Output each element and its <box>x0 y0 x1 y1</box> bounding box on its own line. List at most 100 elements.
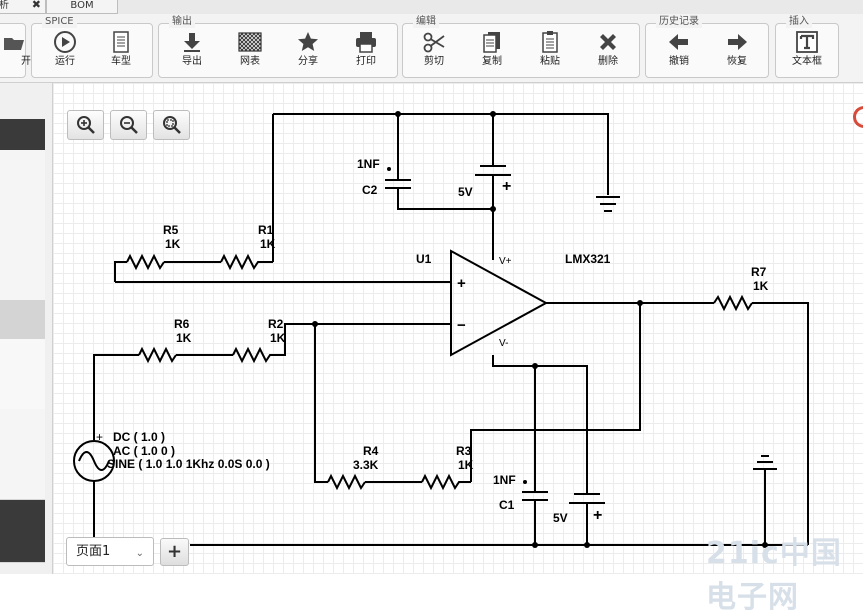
zoom-out-icon <box>119 116 138 134</box>
print-button[interactable]: 打印 <box>343 29 389 75</box>
tab-bom[interactable]: BOM <box>46 0 118 14</box>
opamp-vminus: V- <box>499 338 508 349</box>
zoom-out-button[interactable] <box>110 110 147 140</box>
opamp-minus: − <box>457 317 466 334</box>
textbox-icon <box>796 31 818 53</box>
r4-value: 3.3K <box>353 458 379 472</box>
group-edit-label: 编辑 <box>413 16 439 28</box>
capacitor-polarity-dot <box>523 480 527 484</box>
share-button[interactable]: 分享 <box>285 29 331 75</box>
side-handle-icon[interactable] <box>853 106 863 128</box>
r3-name: R3 <box>456 444 472 458</box>
undo-label: 撤销 <box>669 56 689 67</box>
group-output: 输出 导出 网表 分享 打印 <box>158 16 398 78</box>
tab-analysis[interactable]: 析 ✖ <box>0 0 46 14</box>
junction-dot <box>637 300 643 306</box>
open-icon <box>4 38 24 50</box>
group-output-label: 输出 <box>169 16 195 28</box>
resistor-r3 <box>421 473 471 491</box>
group-spice: SPICE 运行 车型 <box>31 16 153 78</box>
group-spice-label: SPICE <box>42 16 77 28</box>
run-button[interactable]: 运行 <box>42 29 88 75</box>
page-select[interactable]: 页面1 ⌄ <box>66 537 154 566</box>
junction-dot <box>532 542 538 548</box>
opamp-plus: + <box>457 275 466 292</box>
undo-button[interactable]: 撤销 <box>656 29 702 75</box>
play-icon <box>54 31 76 53</box>
zoom-fit-icon <box>162 116 181 134</box>
r6-name: R6 <box>174 317 190 331</box>
sidebar-row[interactable] <box>0 240 45 271</box>
netlist-icon <box>238 32 262 52</box>
close-icon[interactable]: ✖ <box>31 0 41 11</box>
r5-value: 1K <box>165 237 181 251</box>
sidebar-row[interactable] <box>0 339 45 410</box>
netlist-button[interactable]: 网表 <box>227 29 273 75</box>
arrow-left-icon <box>669 34 688 50</box>
battery-top-voltage: 5V <box>458 185 473 199</box>
u1-name: U1 <box>416 252 432 266</box>
battery-top-plus: + <box>502 178 511 195</box>
tab-bom-label: BOM <box>70 0 94 11</box>
wire <box>470 303 641 482</box>
run-label: 运行 <box>55 56 75 67</box>
source-ac: AC ( 1.0 0 ) <box>113 444 175 458</box>
open-button[interactable]: 开 <box>0 29 37 75</box>
add-page-button[interactable]: + <box>160 538 189 566</box>
zoom-fit-button[interactable] <box>153 110 190 140</box>
junction-dot <box>532 363 538 369</box>
page-select-label: 页面1 <box>76 544 111 559</box>
tab-analysis-label: 析 <box>0 0 9 11</box>
zoom-in-icon <box>76 116 95 134</box>
sine-wave <box>78 451 110 471</box>
junction-dot <box>762 542 768 548</box>
source-plus: + <box>96 430 103 444</box>
battery-bottom-plus: + <box>593 507 602 524</box>
wire <box>397 188 493 210</box>
wire <box>752 302 809 545</box>
resistor-r4 <box>327 473 366 491</box>
zoom-in-button[interactable] <box>67 110 104 140</box>
open-label: 开 <box>21 56 31 67</box>
scissors-icon <box>423 32 445 53</box>
toolbar: 开 SPICE 运行 车型 输出 导出 网表 分享 <box>0 14 863 83</box>
textbox-label: 文本框 <box>792 56 822 67</box>
redo-button[interactable]: 恢复 <box>714 29 760 75</box>
model-button[interactable]: 车型 <box>98 29 144 75</box>
watermark: 21ic中国电子网 <box>706 536 842 615</box>
junction-dot <box>395 111 401 117</box>
u1-model: LMX321 <box>565 252 611 266</box>
sidebar-row[interactable] <box>0 210 45 241</box>
sidebar-row[interactable] <box>0 300 45 340</box>
share-label: 分享 <box>298 56 318 67</box>
source-dc: DC ( 1.0 ) <box>113 430 165 444</box>
group-history-label: 历史记录 <box>656 16 702 28</box>
resistor-r1 <box>220 253 273 271</box>
group-file: 开 <box>0 23 31 78</box>
cut-label: 剪切 <box>424 56 444 67</box>
arrow-right-icon <box>728 34 747 50</box>
wire <box>114 261 127 282</box>
ground-symbol <box>596 196 620 212</box>
copy-button[interactable]: 复制 <box>469 29 515 75</box>
resistor-r6 <box>138 346 177 364</box>
r7-value: 1K <box>753 279 769 293</box>
c1-value: 1NF <box>493 473 516 487</box>
c2-name: C2 <box>362 183 378 197</box>
export-button[interactable]: 导出 <box>169 29 215 75</box>
model-label: 车型 <box>111 56 131 67</box>
capacitor-polarity-dot <box>387 167 391 171</box>
r1-name: R1 <box>258 223 274 237</box>
junction-dot <box>490 206 496 212</box>
redo-label: 恢复 <box>727 56 747 67</box>
junction-dot <box>312 321 318 327</box>
sidebar-row[interactable] <box>0 469 45 500</box>
opamp-body <box>450 249 549 357</box>
cut-button[interactable]: 剪切 <box>411 29 457 75</box>
sidebar-row[interactable] <box>0 532 45 563</box>
star-icon <box>298 32 318 51</box>
schematic-canvas[interactable] <box>53 83 863 574</box>
paste-button[interactable]: 粘贴 <box>527 29 573 75</box>
textbox-button[interactable]: 文本框 <box>784 29 830 75</box>
delete-button[interactable]: 删除 <box>585 29 631 75</box>
